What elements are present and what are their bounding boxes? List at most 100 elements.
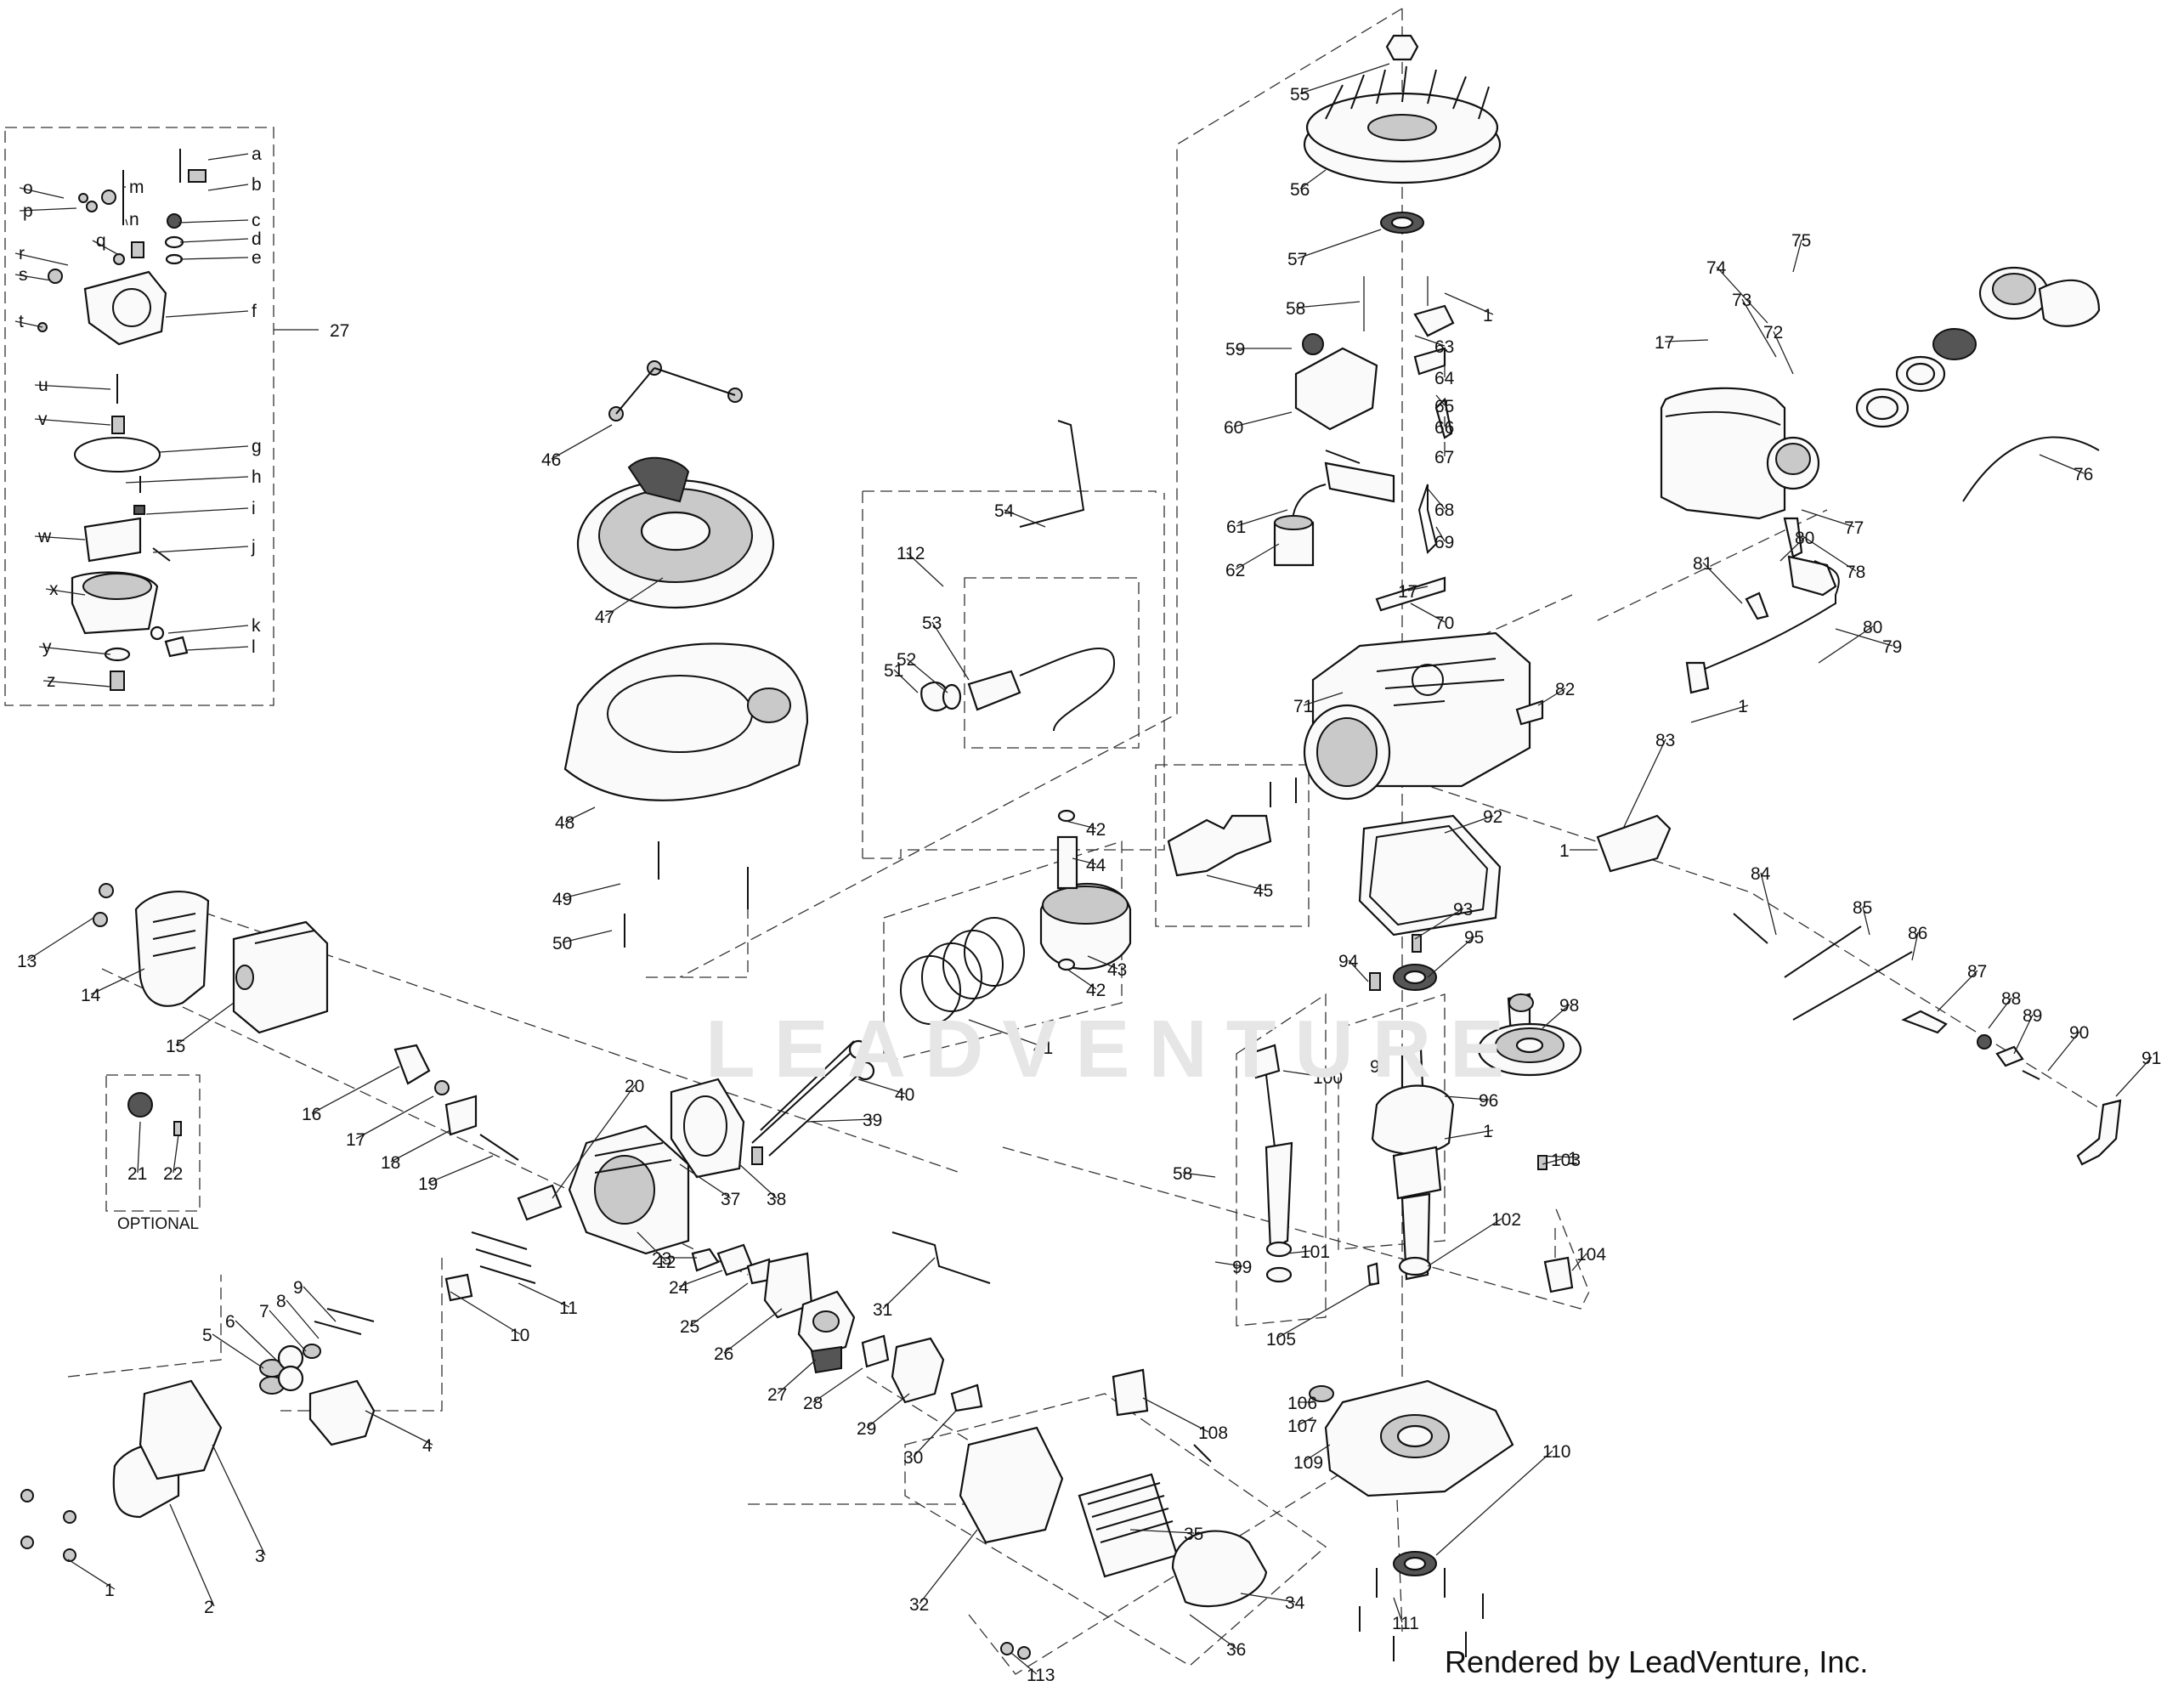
recoil-starter <box>576 456 775 609</box>
carb-leader-line <box>152 546 249 553</box>
leader-line <box>390 1129 451 1163</box>
exhaust-gasket-18 <box>444 1095 478 1136</box>
part-callout: 42 <box>1086 820 1106 840</box>
leader-line <box>931 621 970 681</box>
part-callout: 110 <box>1542 1442 1570 1462</box>
part-callout: 5 <box>202 1326 212 1345</box>
piston-pin <box>1056 835 1078 890</box>
leader-line <box>1716 266 1768 324</box>
heat-shield <box>134 891 210 1007</box>
leader-line <box>1303 692 1344 706</box>
part-callout: 65 <box>1434 397 1454 416</box>
carb-part-letter: v <box>38 410 48 429</box>
crankcase-cover <box>1309 1379 1514 1497</box>
leader-line <box>1571 1253 1587 1271</box>
flywheel <box>1303 65 1502 184</box>
leader-line <box>1087 955 1118 970</box>
camshaft-gear <box>1477 993 1582 1077</box>
part-callout: 73 <box>1732 291 1751 310</box>
leader-line <box>1760 872 1777 936</box>
carb-leader-line <box>165 310 249 318</box>
part-callout: 108 <box>1198 1423 1228 1443</box>
air-box-29 <box>891 1337 945 1404</box>
leader-line <box>1818 625 1874 664</box>
leader-line <box>1542 1158 1562 1165</box>
leader-line <box>1435 526 1446 542</box>
part-callout: 20 <box>625 1077 644 1096</box>
leader-line <box>1182 1172 1216 1178</box>
cylinder-head <box>568 1124 690 1255</box>
part-callout: 27 <box>767 1385 787 1405</box>
leader-line <box>1444 1129 1494 1140</box>
leader-line <box>1664 339 1709 342</box>
valve-cover-bolts-1 <box>20 1489 76 1562</box>
gasket-24 <box>716 1243 754 1276</box>
leader-line <box>913 1410 957 1457</box>
ignition-bracket <box>1294 276 1455 439</box>
part-callout: 64 <box>1434 369 1455 388</box>
part-callout: 70 <box>1434 614 1454 633</box>
air-filter-base-32 <box>959 1426 1064 1544</box>
carb-part-letter: u <box>38 376 48 395</box>
leader-line <box>1240 1593 1296 1603</box>
part-callout: 32 <box>909 1595 929 1615</box>
leader-line <box>1414 908 1464 940</box>
air-gasket-30 <box>950 1384 983 1412</box>
part-callout: 17 <box>1398 582 1417 602</box>
dipstick-box <box>1236 993 1327 1327</box>
leader-line <box>90 968 145 995</box>
leader-line <box>906 552 944 587</box>
air-filter-cover-34 <box>1171 1530 1268 1608</box>
part-callout: 43 <box>1107 960 1127 980</box>
carb-leader-line <box>207 153 249 161</box>
leader-line <box>1862 906 1870 936</box>
leader-line <box>1295 301 1361 308</box>
part-callout: 57 <box>1287 250 1307 269</box>
carb-kit-parts <box>37 149 207 691</box>
carb-part-letter: a <box>252 144 262 164</box>
shroud-nuts-46 <box>608 360 743 422</box>
crankcase-block <box>1303 631 1531 801</box>
leader-line <box>1801 535 1857 572</box>
part-callout: 54 <box>994 501 1015 521</box>
connecting-rod <box>1167 814 1272 877</box>
vent-hose <box>1019 648 1116 732</box>
leader-line <box>564 806 596 823</box>
bolt-103 <box>1537 1155 1547 1170</box>
leader-line <box>1233 411 1293 427</box>
vent-hose-box <box>964 577 1140 749</box>
part-callout: 47 <box>595 608 614 627</box>
credit-line: Rendered by LeadVenture, Inc. <box>1445 1644 1869 1679</box>
part-callout: 100 <box>1313 1068 1343 1088</box>
crankcase-gasket <box>1358 814 1502 937</box>
carb-part-letter: n <box>129 210 139 229</box>
fuel-hose-54 <box>1019 420 1085 528</box>
leader-line <box>355 1095 434 1140</box>
part-callout: 67 <box>1434 448 1454 467</box>
leader-line <box>212 1333 264 1369</box>
governor-link-84 <box>1733 913 1768 944</box>
cover-bolts-111 <box>1359 1568 1484 1661</box>
part-callout: 106 <box>1287 1394 1317 1413</box>
leader-line <box>26 917 94 961</box>
leader-line <box>1792 239 1802 273</box>
leader-line <box>303 1286 337 1322</box>
part-callout: 4 <box>422 1436 433 1456</box>
screw-22 <box>173 1121 182 1136</box>
bolt-13a <box>99 883 114 898</box>
connecting-rod-box <box>1155 764 1310 927</box>
part-callout: 87 <box>1967 962 1987 982</box>
carb-part-letter: o <box>23 178 33 198</box>
fuel-valve <box>1783 517 1803 558</box>
part-callout: 36 <box>1226 1640 1246 1660</box>
leader-line <box>552 1084 636 1199</box>
head-bolts-39-40 <box>751 1039 875 1157</box>
oil-seal-102 <box>1398 1256 1432 1276</box>
optional-box <box>105 1074 201 1212</box>
carb-part-letter: r <box>19 244 25 263</box>
drain-plug-105 <box>1366 1262 1380 1287</box>
leader-line <box>173 1134 179 1174</box>
part-callout: 19 <box>418 1174 438 1194</box>
carb-leader-line <box>45 588 86 596</box>
